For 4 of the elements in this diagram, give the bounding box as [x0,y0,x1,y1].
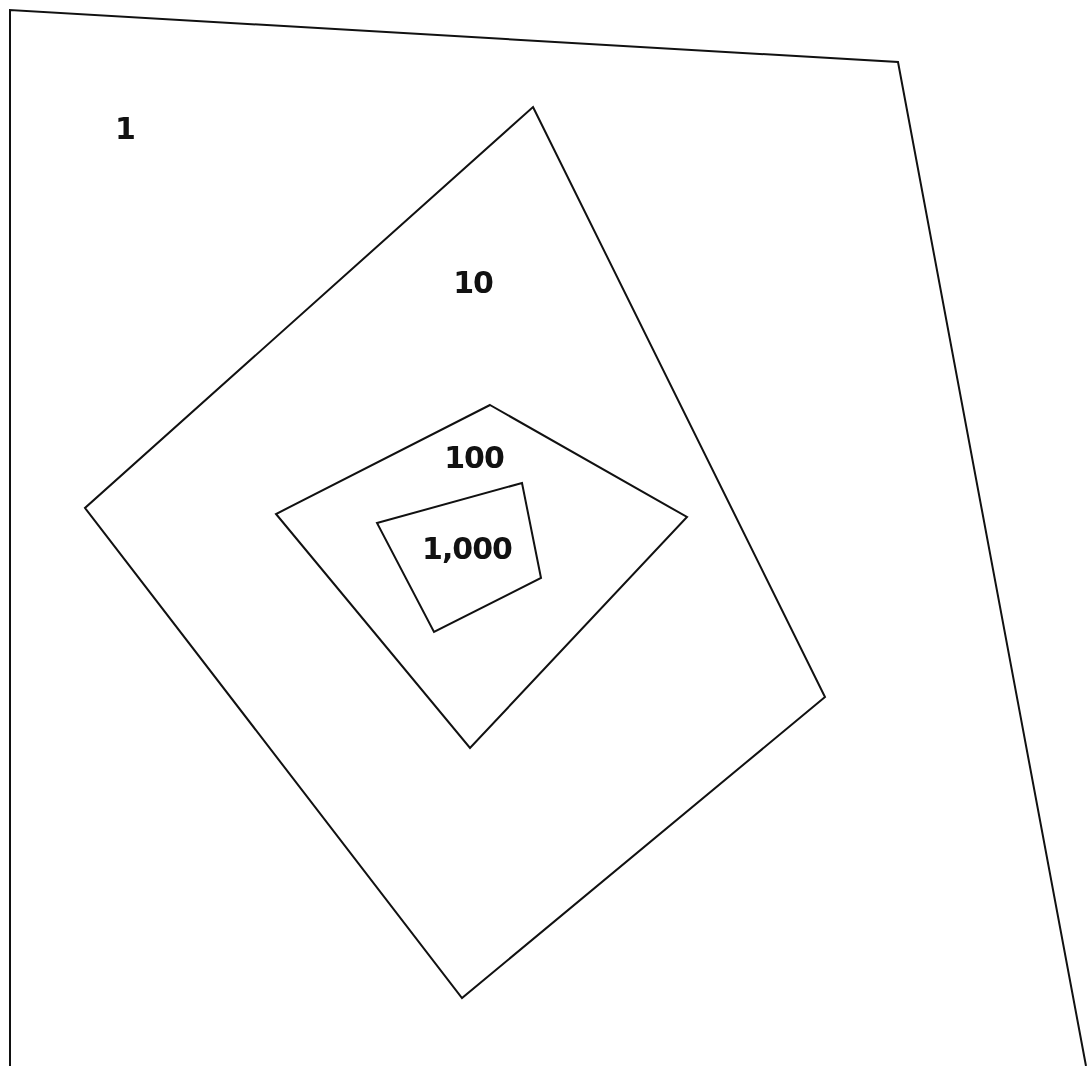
contour-value: 100 [444,439,504,475]
contour-value: 1,000 [422,530,512,566]
contour-value: 10 [453,264,493,300]
contour-value: 1 [115,110,135,146]
